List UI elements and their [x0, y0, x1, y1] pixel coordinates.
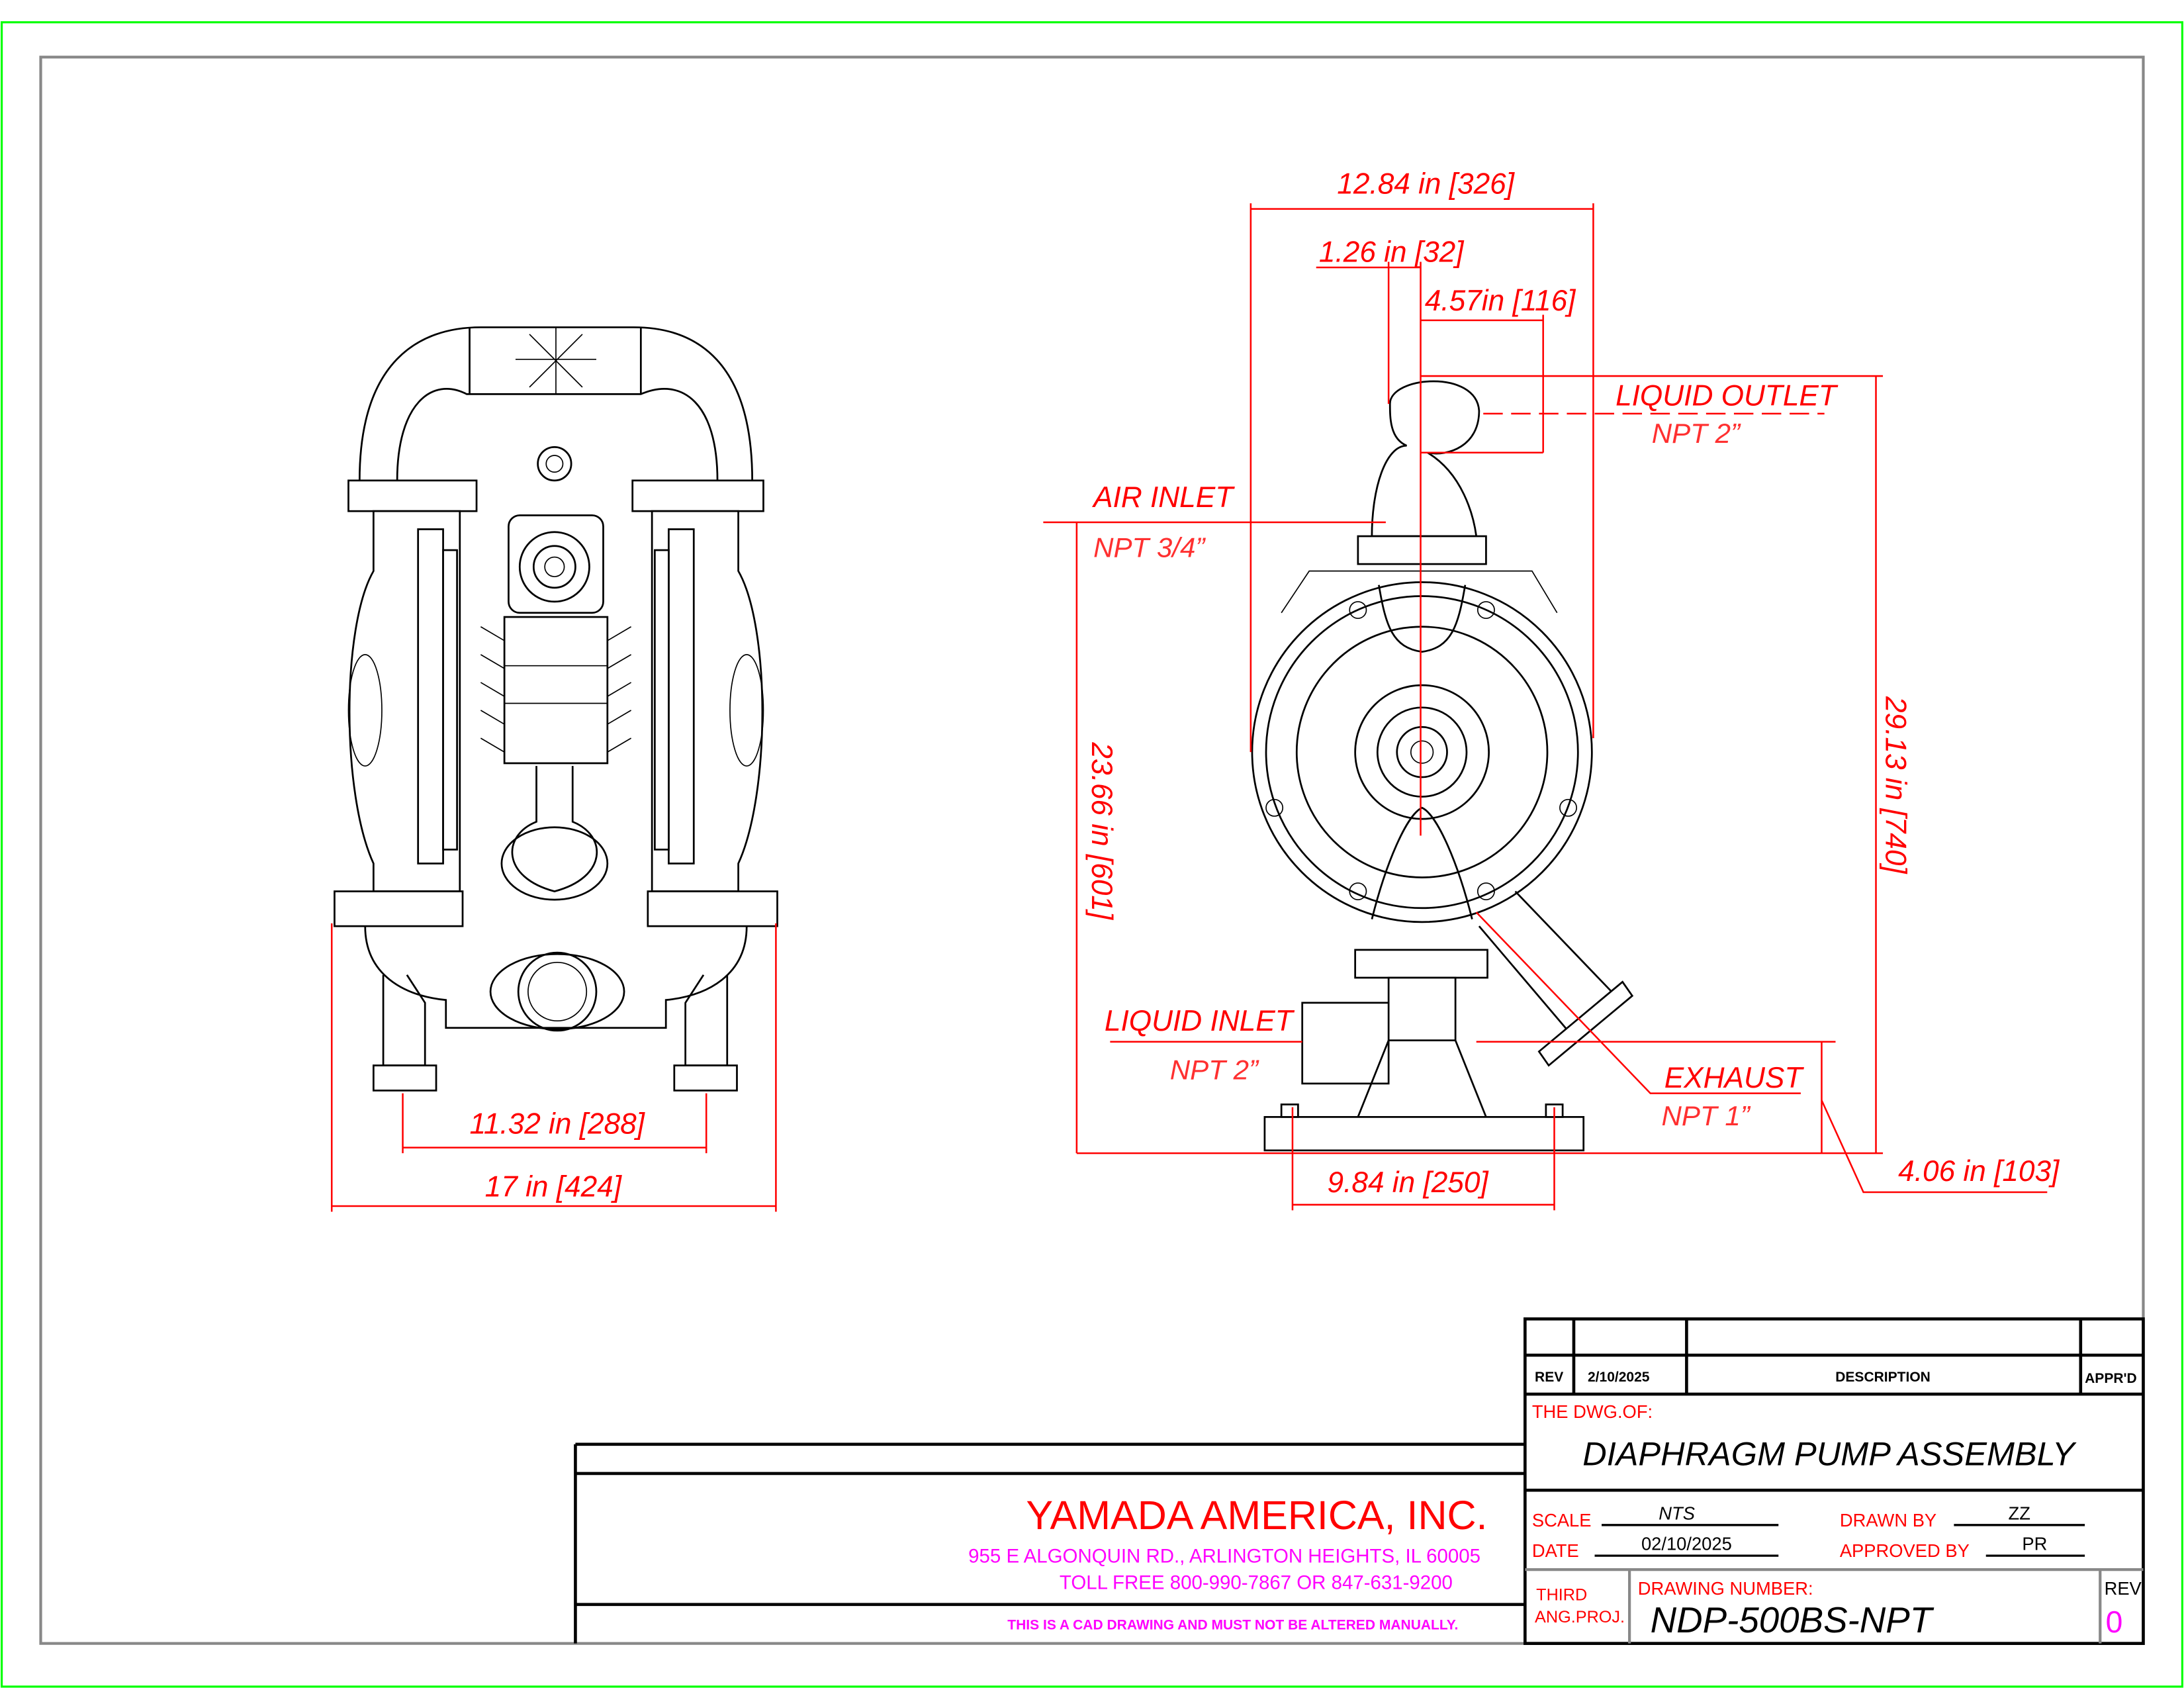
- drawn-by-label: DRAWN BY: [1840, 1510, 1936, 1530]
- drawing-number: NDP-500BS-NPT: [1651, 1599, 1934, 1640]
- dim-base-width: 9.84 in [250]: [1328, 1166, 1490, 1199]
- date-label: DATE: [1532, 1540, 1579, 1561]
- date-value: 02/10/2025: [1641, 1534, 1732, 1554]
- exhaust-label: EXHAUST: [1664, 1062, 1805, 1094]
- cad-notice: THIS IS A CAD DRAWING AND MUST NOT BE AL…: [1007, 1618, 1458, 1633]
- center-section: [503, 616, 609, 765]
- liquid-outlet-label: LIQUID OUTLET: [1615, 379, 1839, 412]
- description-header: DESCRIPTION: [1835, 1370, 1931, 1385]
- scale-value: NTS: [1659, 1503, 1695, 1523]
- dim-overall-height: 29.13 in [740]: [1879, 696, 1911, 874]
- rev-date: 2/10/2025: [1588, 1370, 1650, 1385]
- company-address: 955 E ALGONQUIN RD., ARLINGTON HEIGHTS, …: [968, 1546, 1480, 1568]
- lower-left-flange: [334, 890, 464, 927]
- projection-line2: ANG.PROJ.: [1535, 1608, 1625, 1626]
- liquid-inlet-size: NPT 2”: [1170, 1055, 1259, 1086]
- top-manifold: [358, 326, 754, 481]
- dim-overall-depth: 12.84 in [326]: [1337, 167, 1515, 200]
- lower-right-flange: [647, 890, 778, 927]
- drawing-frame: [39, 56, 2145, 1645]
- air-inlet-size: NPT 3/4”: [1093, 532, 1206, 563]
- rev-label: REV: [2105, 1578, 2142, 1599]
- liquid-inlet-port: [489, 953, 625, 1031]
- dim-inlet-height: 4.06 in [103]: [1898, 1155, 2060, 1188]
- dim-offset: 1.26 in [32]: [1319, 236, 1465, 269]
- pump-side-view: [1251, 380, 1634, 1152]
- outlet-flange: [1357, 535, 1487, 565]
- outer-border: [1, 21, 2183, 1688]
- liquid-inlet-label: LIQUID INLET: [1105, 1005, 1295, 1037]
- front-view-dimensions: 11.32 in [288] 17 in [424]: [330, 923, 777, 1212]
- dim-inner-width: 11.32 in [288]: [470, 1108, 646, 1141]
- company-block: YAMADA AMERICA, INC. 955 E ALGONQUIN RD.…: [574, 1442, 1525, 1644]
- apprd-header: APPR'D: [2085, 1371, 2137, 1386]
- air-inlet-label: AIR INLET: [1091, 481, 1235, 514]
- upper-left-flange: [347, 479, 478, 512]
- approved-by-label: APPROVED BY: [1840, 1540, 1970, 1561]
- rev-header: REV: [1535, 1370, 1563, 1385]
- pump-front-view: [334, 326, 778, 1092]
- dim-overall-width: 17 in [424]: [485, 1170, 623, 1203]
- approved-by-value: PR: [2022, 1534, 2047, 1554]
- outlet-elbow: [1371, 380, 1480, 538]
- upper-right-flange: [631, 479, 764, 512]
- inlet-flange: [1354, 949, 1488, 979]
- title-block: REV 2/10/2025 DESCRIPTION APPR'D THE DWG…: [1524, 1317, 2145, 1645]
- liquid-outlet-size: NPT 2”: [1652, 418, 1741, 449]
- scale-label: SCALE: [1532, 1510, 1592, 1530]
- drawing-number-label: DRAWING NUMBER:: [1638, 1578, 1813, 1599]
- dim-air-inlet-height: 23.66 in [601]: [1085, 741, 1118, 920]
- company-name: YAMADA AMERICA, INC.: [1026, 1493, 1487, 1538]
- base-plate: [1263, 1116, 1585, 1152]
- dwg-of-label: THE DWG.OF:: [1532, 1401, 1653, 1422]
- drawing-title: DIAPHRAGM PUMP ASSEMBLY: [1582, 1434, 2077, 1472]
- exhaust-size: NPT 1”: [1662, 1100, 1751, 1131]
- side-view-dimensions: 12.84 in [326] 1.26 in [32] 4.57in [116]…: [1043, 167, 2060, 1211]
- rev-value: 0: [2106, 1605, 2123, 1639]
- projection-line1: THIRD: [1536, 1585, 1587, 1604]
- drawn-by-value: ZZ: [2009, 1503, 2030, 1523]
- pump-housing: [1251, 581, 1593, 923]
- dim-outlet-offset: 4.57in [116]: [1425, 285, 1576, 317]
- company-phone: TOLL FREE 800-990-7867 OR 847-631-9200: [1060, 1572, 1453, 1594]
- liquid-inlet-port-side: [1301, 1002, 1390, 1085]
